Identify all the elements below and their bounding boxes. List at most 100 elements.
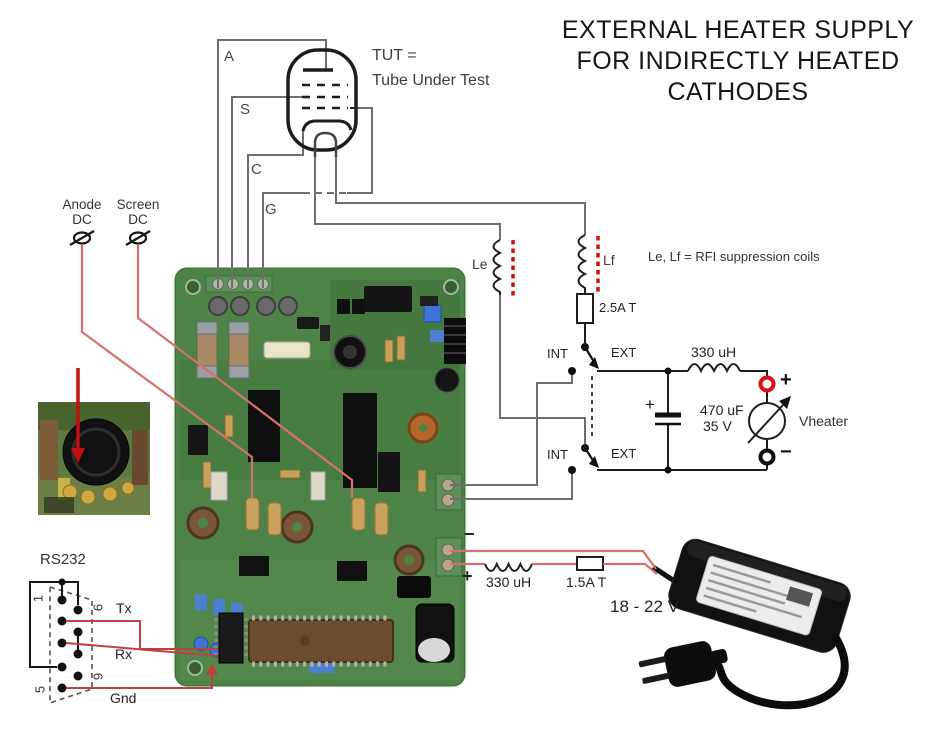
rs232-connector <box>29 578 219 705</box>
screen-wire-red <box>136 244 354 498</box>
junction-dot <box>664 367 672 375</box>
socket-pins <box>62 481 135 505</box>
heatsink <box>444 318 466 364</box>
inductor-330uh-top <box>687 363 741 374</box>
blue-trimmer <box>423 304 442 323</box>
minus-terminal-icon <box>758 448 776 466</box>
power-minus-sign: − <box>464 524 475 544</box>
junction-dot <box>664 466 672 474</box>
pcb-photo <box>174 267 466 687</box>
ic-pins <box>252 615 390 667</box>
tut-note-line1: TUT = <box>372 47 417 64</box>
pcb-screw-hole <box>187 660 203 676</box>
heater-schematic <box>492 234 768 471</box>
pin-label-anode: A <box>224 48 235 65</box>
dip8-ic <box>337 299 350 314</box>
grid-dashes <box>302 83 348 110</box>
plus-terminal-sign: + <box>780 369 792 391</box>
switch-arrow <box>589 357 599 369</box>
mcu-ic <box>248 619 394 663</box>
le-coil <box>492 239 503 295</box>
vheater-meter <box>747 396 791 444</box>
ext-label-top: EXT <box>611 345 637 360</box>
screen-dc-label-line2: DC <box>128 212 148 227</box>
fuse-1a5-label: 1.5A T <box>566 574 607 590</box>
inductor-330uh-top-label: 330 uH <box>691 344 737 360</box>
dc-jack <box>397 576 431 598</box>
rs232-pin1-label: 1 <box>30 594 46 603</box>
inset-part <box>40 420 58 480</box>
rs232-pins <box>57 578 83 693</box>
inset-part <box>132 430 148 485</box>
inductor-330uh-bottom-label: 330 uH <box>486 574 532 590</box>
lf-label: Lf <box>603 252 615 268</box>
gnd-wire <box>66 670 213 689</box>
dip8-ic <box>337 561 367 581</box>
golden-caps <box>245 497 389 536</box>
wire-cathode <box>247 129 304 288</box>
gnd-arrow <box>206 663 218 675</box>
pin-label-grid: G <box>265 201 277 218</box>
int-contact <box>568 367 576 375</box>
film-cap <box>210 471 228 501</box>
cathode <box>301 119 353 132</box>
power-resistor <box>263 341 311 359</box>
page-title-line3: CATHODES <box>667 78 809 106</box>
wire-anode <box>217 39 327 288</box>
screen-dc-label-line1: Screen <box>116 197 160 212</box>
le-to-switch-wire <box>499 295 586 444</box>
minus-terminal-sign: − <box>780 441 792 463</box>
tx-label: Tx <box>116 600 132 616</box>
transistor <box>320 325 330 341</box>
inset-shadow <box>44 497 74 513</box>
rs232-signal-wires <box>65 620 219 689</box>
cap-plus-sign: + <box>645 395 655 414</box>
adapter-body <box>668 538 851 653</box>
wire <box>603 562 658 575</box>
power-input-wiring <box>450 549 658 575</box>
rs232-driver-ic <box>218 612 244 664</box>
anode-wire-red <box>80 244 254 498</box>
heater-wire-1 <box>314 157 501 240</box>
le-label: Le <box>472 256 488 272</box>
int-label-bottom: INT <box>547 447 568 462</box>
switch-top <box>568 343 599 375</box>
fuse-clips <box>208 296 298 316</box>
dip-ic-vertical <box>248 390 280 462</box>
dip-ic-vertical <box>343 393 377 488</box>
input-voltage-label: 18 - 22 V <box>610 597 679 616</box>
int-label-top: INT <box>547 346 568 361</box>
wire-grid2 <box>347 107 373 194</box>
wire-grid <box>262 192 303 288</box>
fuse-2a5-symbol <box>576 293 594 324</box>
page-title-line1: EXTERNAL HEATER SUPPLY <box>561 16 915 44</box>
electrolytic-cap <box>434 367 460 393</box>
pin-label-screen: S <box>240 101 251 118</box>
plug-prong <box>642 672 671 684</box>
gnd-label: Gnd <box>110 690 137 706</box>
int-wire-top <box>450 371 573 486</box>
toroid-hole <box>419 424 427 432</box>
inductor-330uh-bottom <box>484 561 533 572</box>
vheater-label: Vheater <box>799 413 849 429</box>
page-title-line2: FOR INDIRECTLY HEATED <box>576 47 900 75</box>
tube-envelope <box>286 48 358 152</box>
rs232-label: RS232 <box>40 551 86 568</box>
small-ic <box>188 425 208 455</box>
tut-note-line2: Tube Under Test <box>372 72 490 89</box>
lf-coil <box>577 234 588 294</box>
blue-caps <box>195 594 335 673</box>
power-wire-minus <box>450 549 657 570</box>
rs232-pin5-label: 5 <box>32 685 48 694</box>
pcb-fuses <box>196 321 250 379</box>
meter-arrow <box>779 396 791 409</box>
rfi-note: Le, Lf = RFI suppression coils <box>648 249 820 264</box>
film-cap <box>310 471 326 501</box>
fuse-1a5-symbol <box>576 556 604 571</box>
smd-part <box>420 296 438 306</box>
ic-dimple <box>300 636 310 646</box>
fuse-2a5-label: 2.5A T <box>599 300 637 315</box>
int-wire-bottom <box>450 470 573 500</box>
